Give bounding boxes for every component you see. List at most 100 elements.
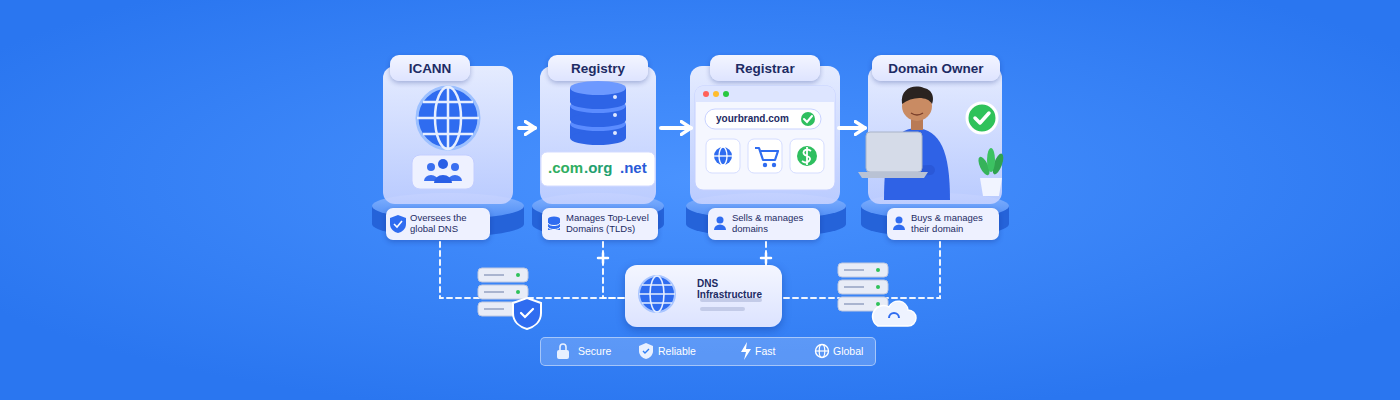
person-illustration	[900, 150, 930, 170]
step-card: RegistrarSells & manages domains	[694, 52, 836, 242]
person-illustration	[866, 132, 922, 172]
database-illustration	[570, 81, 626, 145]
person-illustration	[902, 91, 932, 121]
feature-icon	[639, 343, 653, 359]
server-stack	[478, 285, 528, 299]
flow-arrow	[661, 126, 691, 130]
dns-globe-icon	[642, 285, 672, 303]
dashed-connector	[440, 242, 625, 298]
server-stack	[516, 273, 520, 277]
server-stack	[873, 301, 916, 326]
feature-icon	[643, 349, 649, 353]
person-illustration	[911, 116, 923, 130]
step-description: Sells & manages domains	[708, 208, 820, 240]
database-illustration	[613, 131, 617, 135]
description-icon	[893, 225, 905, 230]
database-illustration	[613, 95, 617, 99]
server-stack	[838, 297, 888, 311]
server-stack	[478, 268, 528, 282]
server-stack	[478, 268, 541, 329]
browser-illustration	[790, 139, 824, 173]
browser-illustration	[696, 94, 834, 102]
server-stack	[513, 298, 541, 329]
browser-illustration	[714, 147, 732, 165]
browser-illustration	[695, 86, 835, 190]
step-card: RegistryManages Top-Level Domains (TLDs)	[538, 52, 658, 242]
person-illustration	[990, 152, 1005, 175]
flow-arrow	[519, 126, 535, 130]
database-illustration	[570, 88, 626, 102]
feature-text: Fast	[755, 345, 775, 357]
step-description: Oversees the global DNS	[386, 208, 490, 240]
description-icon	[390, 215, 905, 233]
server-stack	[484, 275, 504, 309]
dns-globe-icon	[639, 293, 675, 295]
feature-icon	[560, 344, 566, 350]
dns-globe-icon	[639, 276, 675, 312]
domain-label: yourbrand.com	[716, 113, 789, 124]
database-illustration	[570, 95, 626, 109]
feature-icon	[557, 342, 829, 360]
feature-icon	[557, 350, 569, 359]
tld-label: .org	[584, 159, 612, 176]
database-illustration	[613, 113, 617, 117]
browser-illustration	[804, 116, 812, 122]
dashed-connector	[765, 242, 767, 265]
browser-illustration	[695, 86, 835, 102]
junction-marker	[598, 253, 771, 263]
person-illustration	[987, 148, 995, 172]
feature-icon	[819, 345, 825, 358]
feature-icon	[741, 342, 751, 360]
browser-illustration	[797, 146, 817, 166]
server-stack	[838, 263, 888, 277]
server-stack	[838, 263, 916, 326]
junction-marker	[761, 253, 771, 263]
description-icon	[896, 217, 903, 224]
browser-illustration	[802, 147, 811, 165]
tld-pill	[541, 152, 655, 186]
globe-illustration	[423, 102, 473, 134]
step-description: Buys & manages their domain	[887, 208, 999, 240]
database-illustration	[570, 99, 626, 113]
step-description: Manages Top-Level Domains (TLDs)	[542, 208, 658, 240]
server-stack	[478, 302, 528, 316]
database-illustration	[570, 117, 626, 131]
server-stack	[838, 280, 888, 294]
browser-illustration	[706, 139, 740, 173]
browser-illustration	[755, 148, 778, 160]
person-illustration	[911, 113, 923, 115]
card-panel	[690, 66, 840, 204]
dashed-connector	[603, 242, 625, 298]
browser-illustration	[703, 91, 709, 97]
feature-band: SecureReliableFastGlobal	[540, 337, 876, 366]
server-stack	[876, 302, 880, 306]
description-icon	[548, 217, 560, 222]
person-illustration	[976, 155, 992, 177]
browser-illustration	[714, 155, 732, 156]
card-panel	[540, 66, 656, 204]
people-badge	[438, 159, 448, 169]
description-icon	[548, 223, 560, 230]
step-card: ICANNOversees the global DNS	[380, 52, 516, 242]
description-icon	[717, 217, 724, 224]
infrastructure-box: DNS Infrastructure	[625, 265, 782, 327]
browser-illustration	[772, 163, 776, 167]
dns-globe-icon	[639, 276, 762, 312]
server-stack	[889, 313, 899, 318]
server-stack	[876, 268, 880, 272]
database-illustration	[570, 106, 626, 120]
people-badge	[412, 155, 474, 189]
database-illustration	[570, 124, 626, 138]
database-illustration	[570, 131, 626, 145]
database-illustration	[570, 81, 626, 95]
browser-illustration	[763, 163, 767, 167]
dns-globe-icon	[700, 307, 745, 311]
server-stack	[516, 290, 520, 294]
feature-text: Reliable	[658, 345, 696, 357]
tld-label: .net	[620, 159, 647, 176]
person-illustration	[980, 178, 1002, 196]
dns-globe-icon	[700, 298, 762, 302]
